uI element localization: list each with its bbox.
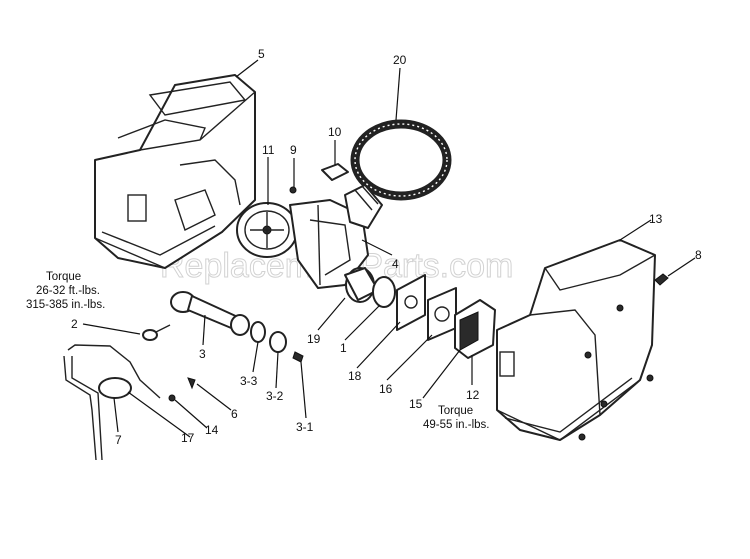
torque-left-line-2: 26-32 ft.-lbs. [36, 285, 100, 297]
callout-5: 5 [258, 47, 265, 61]
callouts: 5 20 10 11 9 13 8 4 2 3 19 1 18 16 12 15… [71, 47, 702, 447]
callout-12: 12 [466, 388, 480, 402]
callout-2: 2 [71, 317, 78, 331]
torque-left-line-1: Torque [46, 271, 81, 283]
right-shroud [496, 239, 656, 441]
callout-15: 15 [409, 397, 423, 411]
valve-plate [396, 274, 426, 331]
left-shroud [94, 74, 256, 269]
connecting-rod [170, 291, 250, 336]
torque-left-line-3: 315-385 in.-lbs. [26, 299, 105, 311]
callout-11: 11 [262, 143, 275, 157]
callout-13: 13 [649, 212, 663, 226]
callout-8: 8 [695, 248, 702, 262]
washer-3-2 [269, 331, 287, 353]
torque-right-line-1: Torque [438, 405, 473, 417]
callout-3-2: 3-2 [266, 389, 284, 403]
leader-lines [82, 59, 696, 438]
pump-assembly [236, 184, 383, 289]
torque-note-left: Torque 26-32 ft.-lbs. 315-385 in.-lbs. [26, 271, 105, 311]
cylinder-and-ring [344, 267, 396, 308]
torque-note-right: Torque 49-55 in.-lbs. [423, 405, 489, 431]
bolt-2 [142, 324, 171, 341]
screw-3-1 [292, 351, 304, 363]
screw-8 [654, 273, 669, 286]
callout-7: 7 [115, 433, 122, 447]
callout-19: 19 [307, 332, 321, 346]
tube-assembly [63, 344, 176, 461]
gasket [427, 287, 457, 341]
screw-9 [289, 186, 297, 194]
screw-6 [187, 377, 196, 390]
cylinder-head [454, 299, 496, 359]
pad [321, 163, 349, 181]
washer-3-3 [250, 321, 266, 343]
callout-4: 4 [392, 257, 399, 271]
callout-14: 14 [205, 423, 219, 437]
callout-9: 9 [290, 143, 297, 157]
callout-10: 10 [328, 125, 342, 139]
callout-3: 3 [199, 347, 206, 361]
callout-16: 16 [379, 382, 393, 396]
callout-3-1: 3-1 [296, 420, 314, 434]
callout-17: 17 [181, 431, 195, 445]
torque-right-line-2: 49-55 in.-lbs. [423, 419, 489, 431]
callout-3-3: 3-3 [240, 374, 258, 388]
callout-18: 18 [348, 369, 362, 383]
callout-6: 6 [231, 407, 238, 421]
belt [350, 119, 452, 201]
callout-1: 1 [340, 341, 347, 355]
callout-20: 20 [393, 53, 407, 67]
